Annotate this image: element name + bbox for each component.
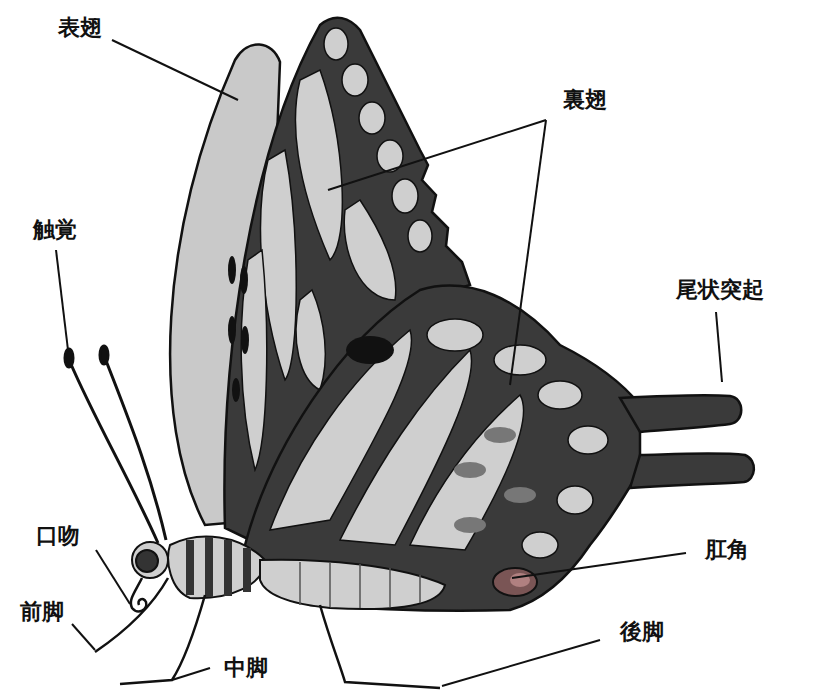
- forewing-under-part-part: [240, 266, 248, 294]
- forewing-under-part: [228, 256, 249, 402]
- leader-lines-part: [112, 40, 238, 100]
- antennae-part: [100, 346, 108, 364]
- body-part: [186, 537, 251, 597]
- forewing-under-part-part: [324, 28, 348, 60]
- antennae: [65, 346, 166, 543]
- leader-lines-part: [512, 553, 686, 578]
- forewing-under-part-part: [296, 290, 325, 390]
- body-part: [260, 560, 445, 609]
- leader-lines-part: [56, 250, 68, 350]
- forewing-under-part-part: [232, 378, 240, 402]
- body-part: [132, 542, 168, 578]
- wing-label: 表翅: [56, 15, 104, 41]
- antennae-part: [70, 362, 158, 543]
- hindwing-part-part: [494, 345, 546, 375]
- body-part-part: [205, 537, 213, 597]
- hindwing-part-part: [427, 319, 483, 351]
- body-part: [168, 537, 265, 599]
- body-part: [136, 550, 158, 572]
- forewing-under-part-part: [342, 64, 368, 96]
- leader-lines-part: [716, 312, 722, 382]
- body-part-part: [359, 564, 361, 608]
- hindwing-part-part: [504, 487, 536, 503]
- antennae-part: [65, 349, 73, 367]
- hindwing-part: [346, 336, 394, 364]
- body-part-part: [419, 575, 421, 603]
- forewing-under-part-part: [392, 179, 418, 213]
- hindwing-part: [620, 395, 741, 432]
- hindwing-part: [454, 427, 536, 533]
- anal-spot: [493, 568, 537, 596]
- hindwing-part-part: [454, 517, 486, 533]
- hindwing-part-part: [522, 532, 558, 558]
- hindwing-part: [270, 319, 608, 558]
- forewing-under-part-part: [228, 316, 236, 344]
- proboscis-legs-part: [95, 578, 168, 652]
- wing-label: 裏翅: [561, 87, 609, 113]
- leader-lines: [56, 40, 722, 686]
- forewing-under-part-part: [228, 256, 236, 284]
- leader-lines-part: [510, 120, 546, 385]
- forewing-under-part-part: [344, 200, 396, 300]
- hindwing: [245, 286, 754, 611]
- leader-lines-part: [72, 624, 95, 650]
- antennae-part: [105, 358, 166, 540]
- body-part-part: [329, 562, 331, 607]
- forewing-under-part-part: [359, 102, 385, 134]
- hindwing-part: [245, 286, 640, 611]
- forewing-under-part-part: [295, 70, 342, 260]
- proboscis-legs: [95, 578, 440, 688]
- leader-lines-part: [172, 668, 210, 680]
- anal-spot-part: [493, 568, 537, 596]
- leg-label: 前脚: [18, 599, 66, 625]
- body-part-part: [299, 562, 301, 605]
- hindwing-part-part: [410, 395, 524, 550]
- part-label: 口吻: [34, 523, 82, 549]
- hindwing-part-part: [538, 381, 582, 409]
- part-label: 触覚: [31, 217, 79, 243]
- leader-lines-part: [96, 550, 130, 604]
- body-part-part: [186, 540, 194, 595]
- body-part: [300, 562, 420, 608]
- body-part-part: [243, 548, 251, 592]
- leader-lines-part: [442, 640, 600, 686]
- leader-lines-part: [328, 120, 546, 190]
- part-label: 尾状突起: [674, 277, 766, 303]
- part-label: 肛角: [703, 537, 751, 563]
- hindwing-part-part: [484, 427, 516, 443]
- forewing-under-part-part: [241, 326, 249, 354]
- leg-label: 中脚: [222, 655, 270, 681]
- proboscis-legs-part: [131, 578, 146, 611]
- hindwing-part-part: [568, 426, 608, 454]
- hindwing-part: [630, 453, 754, 488]
- hindwing-part-part: [454, 462, 486, 478]
- forewing-under-part-part: [408, 220, 432, 252]
- proboscis-legs-part: [320, 605, 440, 688]
- hindwing-part-part: [557, 486, 593, 514]
- body: [132, 537, 445, 610]
- body-part-part: [389, 568, 391, 607]
- body-part-part: [224, 540, 232, 596]
- proboscis-legs-part: [120, 595, 205, 684]
- leg-label: 後脚: [618, 619, 666, 645]
